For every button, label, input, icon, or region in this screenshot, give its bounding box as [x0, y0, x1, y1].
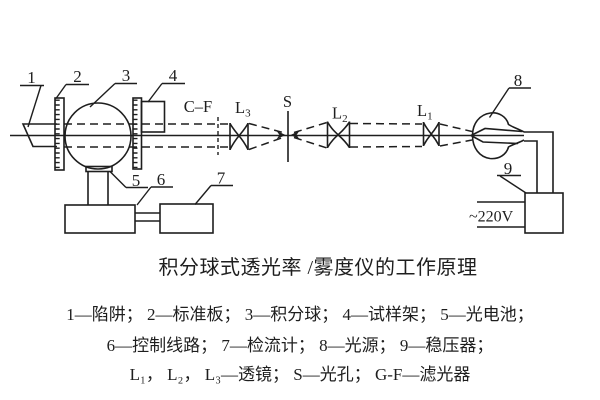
part-label-5: 5 [132, 171, 141, 190]
aperture-arrow-left [276, 130, 286, 140]
sample-plate-body [132, 97, 143, 170]
lens-l1-label: L1 [417, 101, 433, 123]
lens-l3-curve-b [229, 123, 249, 150]
label-6-leader [136, 186, 152, 206]
lens-l2-label: L2 [332, 104, 348, 126]
legend-line-2: 6—控制线路； 7—检流计； 8—光源； 9—稳压器； [106, 336, 494, 355]
legend-line-3: L₁， L₂， L₃—透镜； S—光孔； G-F—滤光器 [129, 365, 471, 384]
beam-parallel-top [349, 122, 423, 125]
label-3-leader [89, 82, 116, 108]
lamp-wire-outer [524, 131, 554, 193]
part-label-7: 7 [217, 169, 226, 188]
stabilizer-box [524, 192, 564, 234]
aperture-arrow-right [290, 130, 300, 140]
beam-diverge-top [293, 121, 328, 134]
aperture-label: S [283, 92, 292, 111]
label-4-leader [147, 83, 163, 103]
lens-l3-label: L3 [235, 98, 251, 120]
part-label-2: 2 [73, 67, 82, 86]
galvanometer-box [159, 203, 214, 234]
lens-l2-curve-b [326, 121, 351, 148]
optical-diagram: 1 2 3 4 5 6 7 8 9 C–F S L3 L2 L1 ~220V [10, 66, 564, 234]
label-5-leader [109, 171, 127, 188]
standard-plate-body [54, 97, 65, 171]
integrating-sphere [64, 102, 132, 170]
lens-l3 [229, 123, 249, 150]
figure-title: 积分球式透光率 /雾度仪的工作原理 [158, 257, 478, 279]
label-7-leader [194, 185, 212, 205]
label-8-leader [488, 87, 510, 118]
diagram-labels: 1 2 3 4 5 6 7 8 9 C–F S L3 L2 L1 ~220V [27, 66, 522, 226]
lens-l1 [422, 122, 440, 146]
lamp [470, 112, 525, 160]
lens-l2 [326, 121, 351, 148]
filter-label: C–F [184, 97, 212, 116]
label-leaders [20, 82, 531, 206]
beam-envelope-dashes [64, 121, 473, 151]
label-2-leader [55, 84, 67, 99]
beam-lamp-top [439, 123, 473, 133]
lamp-filament-lower [470, 134, 519, 145]
label-9-leader [499, 175, 527, 194]
part-label-3: 3 [122, 66, 131, 85]
light-trap [21, 123, 57, 148]
label-1-leader [27, 85, 42, 128]
standard-plate [54, 97, 65, 171]
part-label-9: 9 [504, 159, 513, 178]
beam-lamp-bottom [439, 139, 473, 147]
part-label-4: 4 [169, 66, 178, 85]
part-label-1: 1 [27, 68, 36, 87]
sample-frame [140, 100, 166, 133]
lens-l1-curve-b [422, 122, 440, 146]
legend-line-1: 1—陷阱； 2—标准板； 3—积分球； 4—试样架； 5—光电池； [66, 305, 534, 324]
part-label-6: 6 [157, 170, 166, 189]
control-circuit-box [64, 204, 136, 234]
beam-converge-bottom [248, 136, 284, 151]
beam-diverge-bottom [293, 136, 328, 149]
beam-parallel-bottom [349, 145, 423, 148]
lamp-filament-upper [470, 127, 523, 137]
beam-converge-top [248, 122, 284, 134]
sample-holder [132, 97, 166, 170]
photocell [85, 165, 113, 173]
part-label-8: 8 [514, 71, 523, 90]
voltage-label: ~220V [469, 209, 514, 226]
lamp-wire-inner [524, 140, 538, 193]
